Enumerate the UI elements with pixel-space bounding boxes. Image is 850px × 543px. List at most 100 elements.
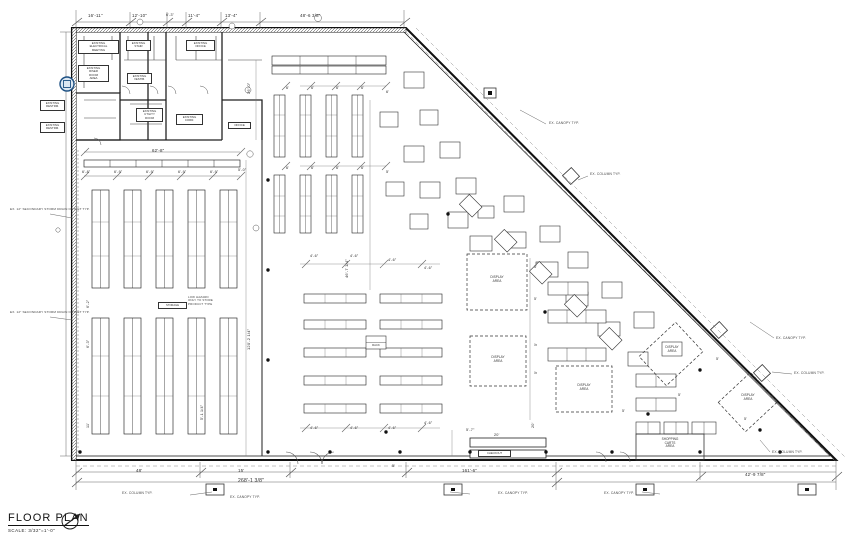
- dim-bottom-right: 42'-9 7/8": [745, 472, 766, 477]
- office-block-walls: [76, 32, 263, 141]
- dim-rowa-2: 6': [311, 86, 315, 90]
- dim-aisle-l2: 6'-9": [114, 170, 123, 174]
- dim-aisle-l5: 6'-9": [210, 170, 219, 174]
- note-leaders: [189, 109, 793, 496]
- north-arrow-icon: [61, 512, 81, 530]
- dim-top-1: 16'-11": [88, 13, 103, 18]
- dim-aisle-l4: 6'-9": [178, 170, 187, 174]
- room-restroom-a: EXISTING RESTRM.: [40, 100, 65, 111]
- column-note-1: EX. COLUMN TYP.: [590, 172, 621, 176]
- display-area-boxes: [466, 253, 613, 413]
- column-note-2: EX. COLUMN TYP.: [794, 371, 825, 375]
- dim-chain-bottom: [71, 460, 843, 490]
- dim-5-7: 5'-7": [466, 428, 475, 432]
- canopy-note-bottom-1: EX. CANOPY TYP.: [230, 495, 261, 499]
- column-note-bottom: EX. COLUMN TYP.: [122, 491, 153, 495]
- dim-top-6: 48'-6 3/8": [300, 13, 321, 18]
- dim-chain-top: [71, 10, 411, 28]
- dim-left-6-2: 6'-2": [86, 299, 90, 308]
- dim-120-2: 120'-2 1/4": [246, 328, 251, 350]
- dim-top-5: 13'-4": [225, 13, 238, 18]
- dim-rowc-1: 4'-6": [310, 254, 319, 258]
- display-area-5-label: DISPLAY AREA: [741, 393, 755, 401]
- storm-drain-leaders: [49, 213, 73, 321]
- shopping-carts-box: [635, 433, 705, 461]
- checkout-tag: CHECKOUT: [478, 450, 511, 458]
- dim-46-7: 46'-7 1/4": [344, 259, 349, 278]
- dim-slash-ticks: [281, 81, 427, 433]
- dim-rowd-1: 4'-6": [310, 426, 319, 430]
- dim-aisle-l1: 6'-8": [82, 170, 91, 174]
- dim-bottom-5: 5': [392, 464, 396, 468]
- dim-5-1: 5'-1 1/4": [200, 404, 204, 420]
- dim-leader-web: [245, 60, 531, 456]
- canopy-column-markers: [205, 87, 817, 496]
- riser-symbol: [59, 76, 75, 92]
- column-note-3: EX. COLUMN TYP.: [772, 450, 803, 454]
- room-vestibule: EXISTING VESTIB.: [127, 73, 152, 84]
- page-title: FLOOR PLAN: [8, 512, 89, 526]
- dim-left-11: 11': [86, 422, 90, 428]
- dim-20-entry: 20': [494, 433, 500, 437]
- canopy-note-bottom-3: EX. CANOPY TYP.: [604, 491, 635, 495]
- canopy-dashed-lines: [76, 27, 847, 467]
- rack-tag-frame: [365, 335, 387, 350]
- dim-rowa-1: 6': [286, 86, 290, 90]
- storage-tag: STORAGE: [158, 302, 187, 310]
- storm-drain-note-upper: EX. 12" SECONDARY STORM DRAIN OUTLET TYP…: [10, 207, 90, 211]
- display-area-4-label: DISPLAY AREA: [665, 345, 679, 353]
- dim-rowa-5: 6': [386, 90, 390, 94]
- shopping-carts-label: SHOPPING CARTS AREA: [661, 437, 679, 449]
- gondola-bank-upper-center: [271, 55, 387, 234]
- dim-misc-4: 5': [534, 370, 538, 374]
- dim-26-0: 26'-0": [246, 82, 251, 94]
- dim-rowb-2: 6': [311, 166, 315, 170]
- entry-doors: [285, 451, 631, 465]
- wall-hatch-top: [71, 27, 407, 33]
- dim-rowb-3: 6': [336, 166, 340, 170]
- display-area-3-label: DISPLAY AREA: [577, 383, 591, 391]
- wall-hatch-left: [71, 27, 77, 461]
- room-stair: EXISTING STAIR: [126, 40, 151, 51]
- dim-rowb-5: 5': [386, 170, 390, 174]
- shelf-rows-center-lower: [303, 293, 443, 414]
- dim-aisle-l6: 5'-0": [238, 168, 247, 172]
- dim-62-8: 62'-8": [152, 148, 165, 153]
- dim-misc-2: 5': [534, 297, 538, 301]
- room-utility: EXISTING UTILITY ROOM: [136, 108, 163, 122]
- low-hazard-note: LOW HAZARD ONLY TO STORE PRODUCT TYPE: [188, 295, 213, 306]
- dim-misc-3: 5': [534, 342, 538, 346]
- room-electrical: EXISTING ELECTRICAL MEETING: [78, 40, 119, 54]
- canopy-note-2: EX. CANOPY TYP.: [776, 336, 807, 340]
- dim-rowb-4: 6': [361, 166, 365, 170]
- room-corridor: EXISTING CORR.: [176, 114, 203, 125]
- canopy-note-bottom-2: EX. CANOPY TYP.: [498, 491, 529, 495]
- room-restroom-b: EXISTING RESTRM.: [40, 122, 65, 133]
- dim-misc-7: 5': [716, 357, 720, 361]
- canopy-note-1: EX. CANOPY TYP.: [549, 121, 580, 125]
- dim-rowd-2: 4'-6": [350, 426, 359, 430]
- dim-aisle-l3: 6'-9": [146, 170, 155, 174]
- room-office-small: OFFICE: [228, 122, 251, 130]
- dim-bottom-161: 161'-6": [462, 468, 478, 473]
- dim-top-2: 12'-10": [132, 13, 148, 18]
- shelving-bank-left: [83, 159, 241, 435]
- dim-rowa-4: 6': [361, 86, 365, 90]
- dim-misc-5: 5': [622, 409, 626, 413]
- room-riser: EXISTING RISER ROOM AREA: [78, 65, 109, 82]
- room-office: EXISTING OFFICE: [186, 40, 215, 51]
- dim-rowd-4: 4'-6": [424, 421, 433, 425]
- dim-ticks-left-bank: [80, 147, 246, 181]
- dim-rowa-3: 6': [336, 86, 340, 90]
- office-block-thinwalls: [83, 36, 262, 125]
- display-area-1-label: DISPLAY AREA: [490, 275, 504, 283]
- dim-rowc-4: 4'-6": [424, 266, 433, 270]
- dim-misc-1: 5': [534, 265, 538, 269]
- dim-rowc-3: 4'-6": [388, 258, 397, 262]
- dim-bottom-48: 48': [136, 468, 143, 473]
- dim-20-right: 20': [531, 422, 535, 428]
- dim-bottom-15: 15': [238, 468, 245, 473]
- storm-drain-note-lower: EX. 12" SECONDARY STORM DRAIN OUTLET TYP…: [10, 310, 90, 314]
